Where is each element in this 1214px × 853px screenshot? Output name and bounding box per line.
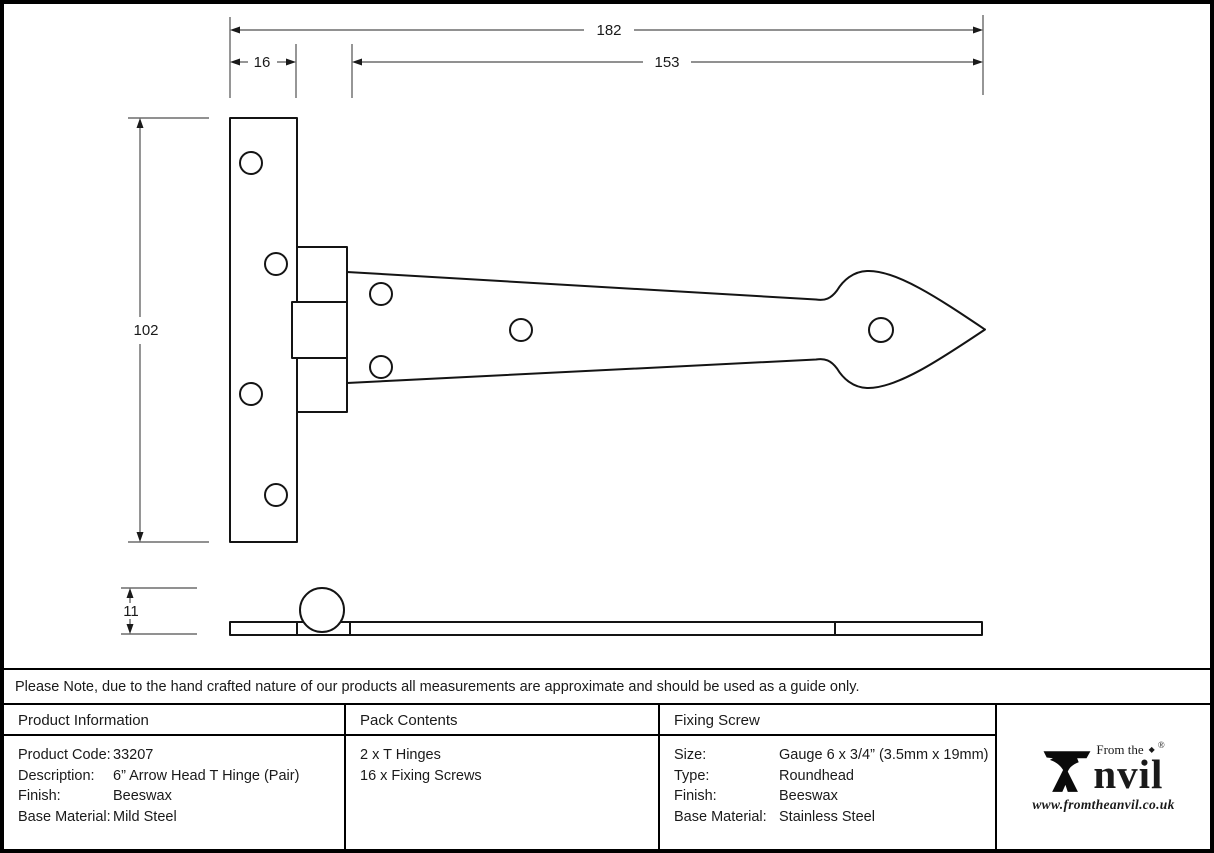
logo-text-block: From the ◆ ® nvil: [1093, 739, 1165, 797]
pack-contents-body: 2 x T Hinges 16 x Fixing Screws: [346, 736, 658, 786]
table-row: Size: Gauge 6 x 3/4” (3.5mm x 19mm): [674, 745, 995, 766]
table-row: Type: Roundhead: [674, 766, 995, 787]
table-row: Finish: Beeswax: [674, 786, 995, 807]
row-value: 33207: [113, 747, 154, 763]
row-value: Gauge 6 x 3/4” (3.5mm x 19mm): [779, 747, 989, 763]
fixing-screw-header: Fixing Screw: [660, 705, 995, 736]
knuckle-top: [296, 246, 348, 303]
row-label: Base Material:: [18, 808, 111, 825]
spec-table: Product Information Product Code: 33207 …: [4, 705, 1210, 849]
row-label: Description:: [18, 767, 95, 784]
table-row: Finish: Beeswax: [18, 786, 344, 807]
side-knuckle-barrel: [299, 587, 345, 633]
row-value: Roundhead: [779, 767, 854, 784]
technical-drawing: 182 153 16 102 11: [121, 15, 986, 636]
logo-tagline: From the: [1096, 741, 1144, 757]
row-value: 6” Arrow Head T Hinge (Pair): [113, 767, 300, 784]
dimension-labels: 182 153 16 102 11: [123, 22, 679, 620]
registered-mark: ®: [1157, 739, 1165, 750]
dim-thickness: 11: [123, 603, 139, 620]
dimension-arrows: [126, 26, 983, 634]
row-label: Base Material:: [674, 808, 767, 825]
pack-contents-column: Pack Contents 2 x T Hinges 16 x Fixing S…: [346, 705, 660, 849]
logo-tagline-row: From the ◆ ®: [1096, 739, 1165, 758]
screw-holes: [239, 151, 894, 507]
row-label: Product Code:: [18, 747, 111, 763]
dim-plate-width: 16: [254, 54, 271, 71]
table-row: Base Material: Stainless Steel: [674, 807, 995, 828]
pack-item: 2 x T Hinges: [360, 747, 441, 763]
row-label: Finish:: [18, 788, 61, 804]
product-information-column: Product Information Product Code: 33207 …: [4, 705, 346, 849]
note-bar: Please Note, due to the hand crafted nat…: [4, 668, 1210, 705]
row-value: Stainless Steel: [779, 808, 875, 825]
dim-plate-height: 102: [133, 322, 158, 339]
logo-website: www.fromtheanvil.co.uk: [1032, 796, 1175, 812]
pack-item: 16 x Fixing Screws: [360, 767, 482, 784]
diamond-icon: ◆: [1148, 744, 1155, 754]
table-row: Base Material: Mild Steel: [18, 807, 344, 828]
dim-strap-length: 153: [654, 54, 679, 71]
knuckle-bottom: [296, 357, 348, 413]
hinge-plate: [229, 117, 298, 543]
side-strip: [229, 621, 983, 636]
pack-contents-header: Pack Contents: [346, 705, 658, 736]
row-label: Size:: [674, 747, 707, 763]
hinge-side-view: [229, 587, 983, 636]
brand-logo-cell: From the ◆ ® nvil www.fromtheanvil.co.uk: [997, 705, 1210, 849]
hinge-front-view: [229, 117, 986, 543]
from-the-anvil-logo: From the ◆ ® nvil: [1042, 739, 1165, 797]
fixing-screw-column: Fixing Screw Size: Gauge 6 x 3/4” (3.5mm…: [660, 705, 997, 849]
row-label: Type:: [674, 767, 710, 784]
knuckle-middle: [291, 301, 348, 359]
logo-brand-text: nvil: [1093, 750, 1164, 797]
row-value: Beeswax: [113, 788, 172, 804]
product-information-header: Product Information: [4, 705, 344, 736]
table-row: Description: 6” Arrow Head T Hinge (Pair…: [18, 766, 344, 787]
row-label: Finish:: [674, 788, 717, 804]
anvil-icon: [1043, 750, 1091, 792]
fixing-screw-body: Size: Gauge 6 x 3/4” (3.5mm x 19mm) Type…: [660, 736, 995, 827]
hinge-strap-arrowhead: [346, 269, 986, 390]
row-value: Mild Steel: [113, 808, 177, 825]
dimension-lines: [121, 15, 984, 635]
dim-overall-length: 182: [596, 22, 621, 39]
table-row: Product Code: 33207: [18, 745, 344, 766]
product-information-body: Product Code: 33207 Description: 6” Arro…: [4, 736, 344, 827]
note-text: Please Note, due to the hand crafted nat…: [15, 678, 860, 695]
row-value: Beeswax: [779, 788, 838, 804]
